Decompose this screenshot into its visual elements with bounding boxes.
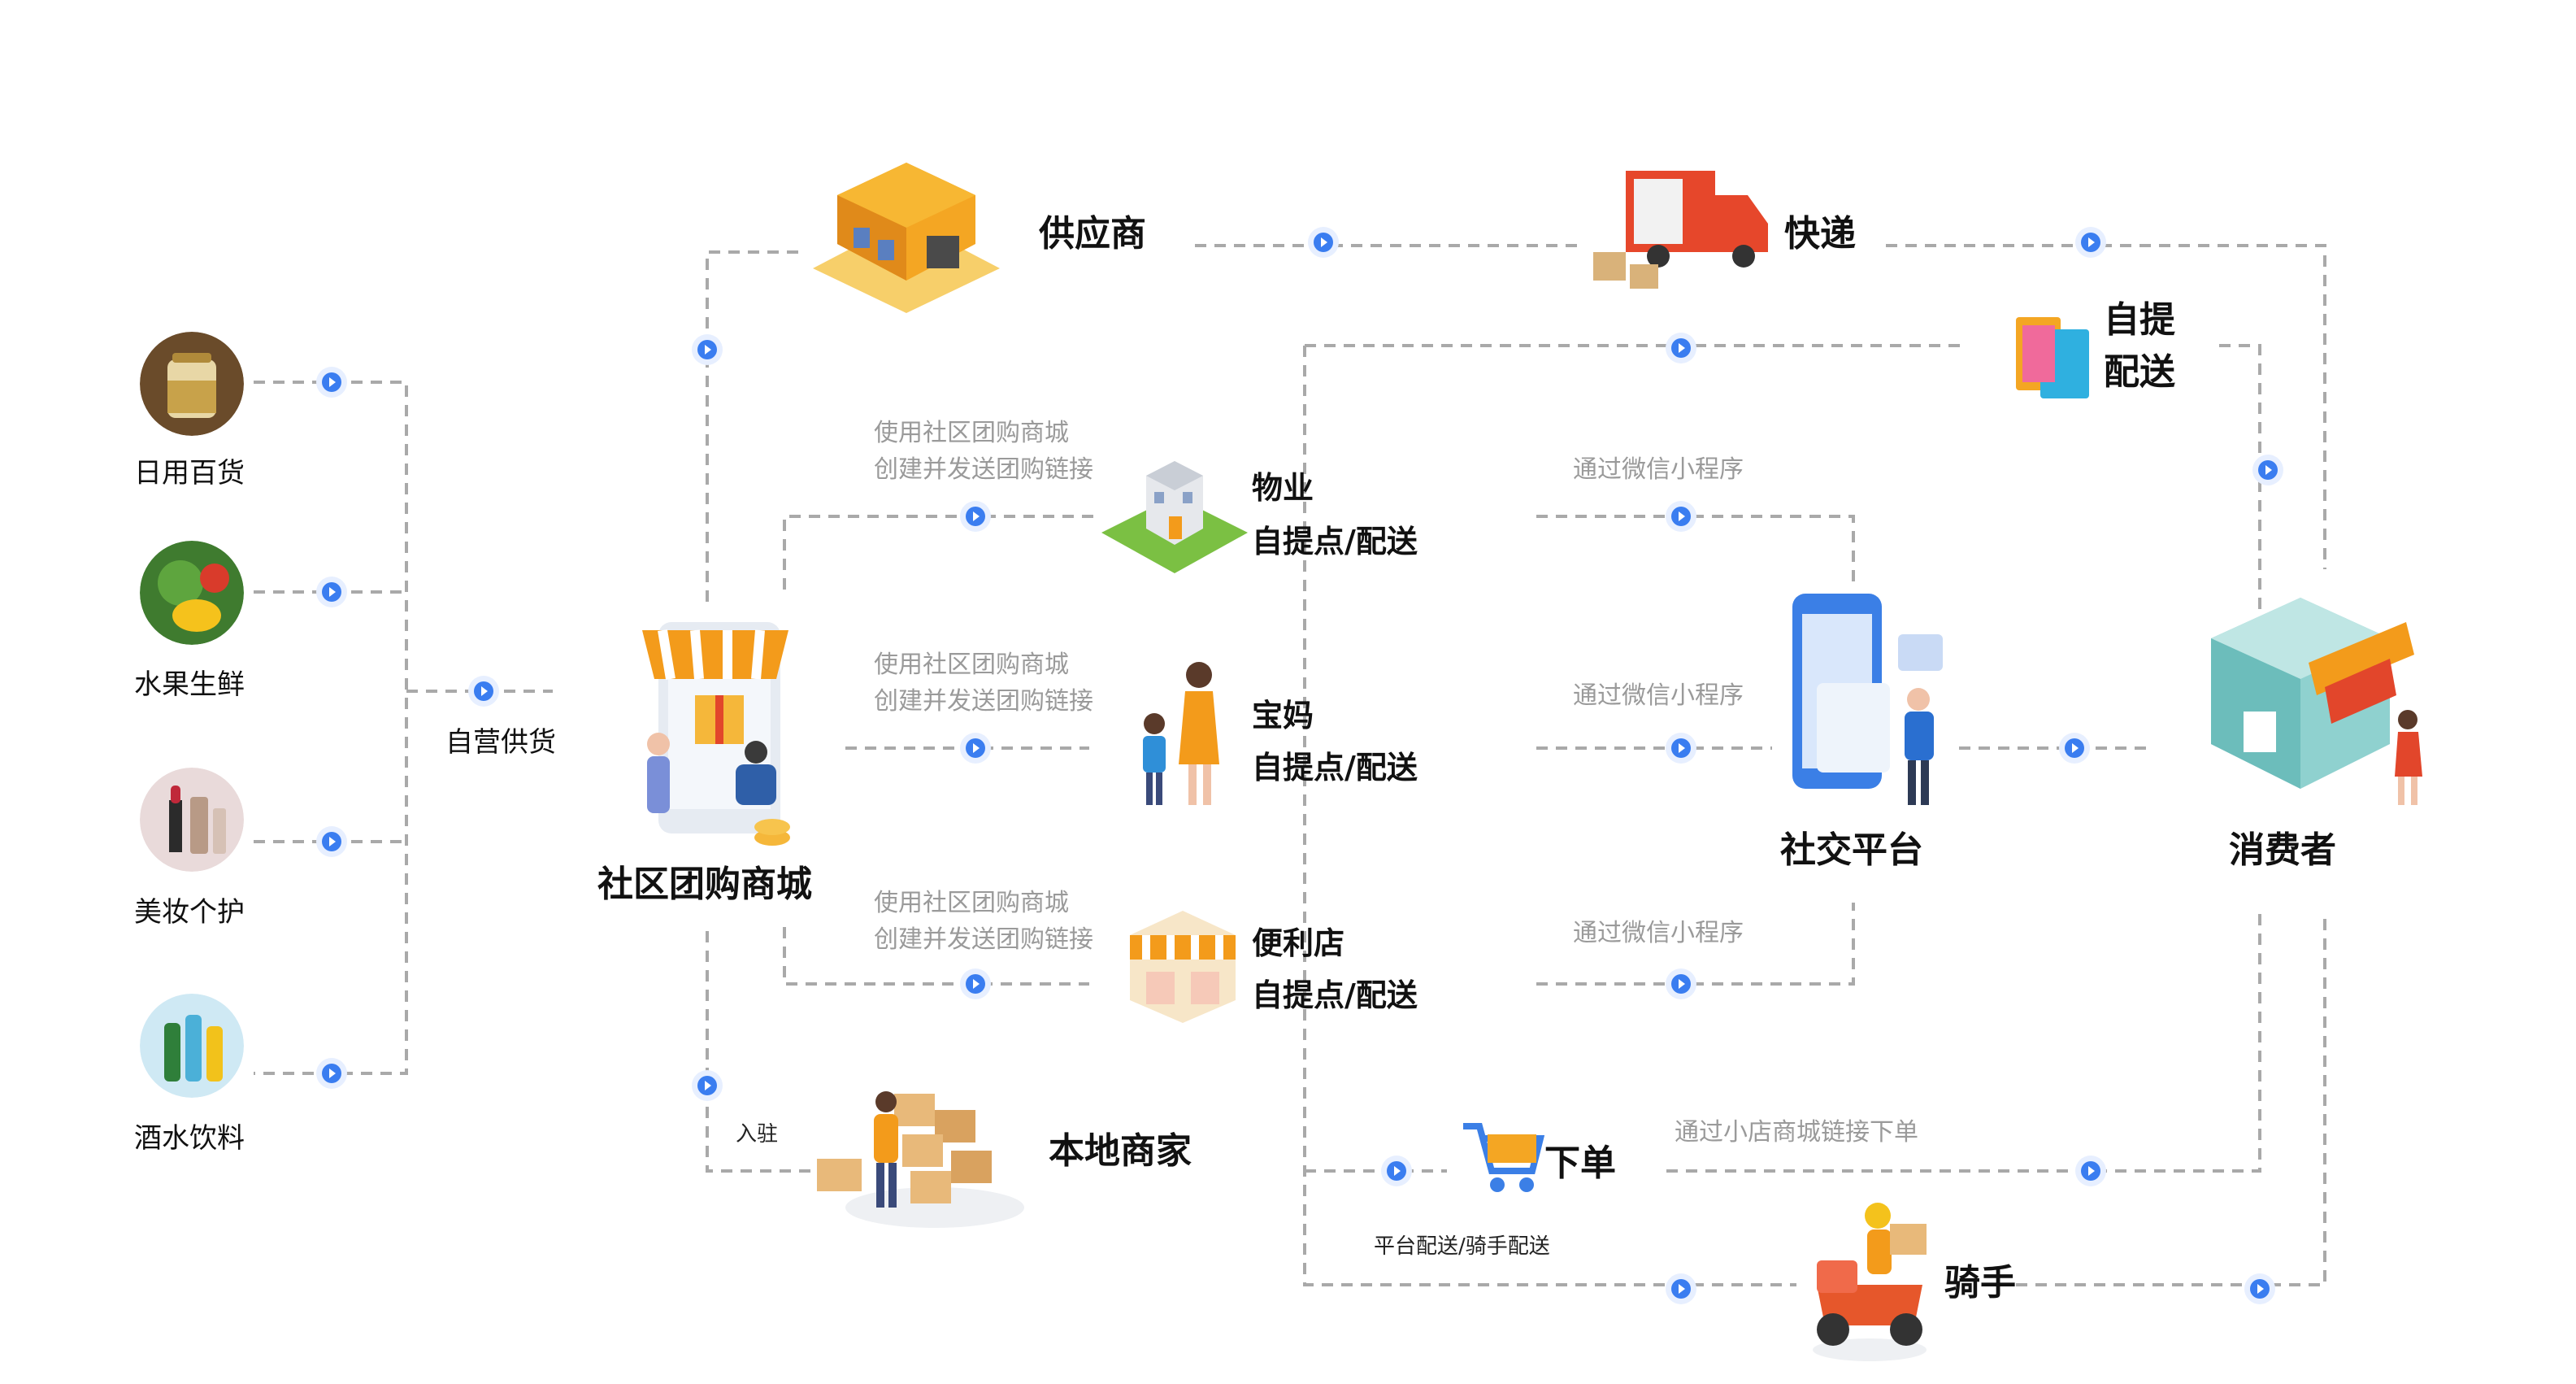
- local-merchant-label: 本地商家: [1049, 1130, 1192, 1172]
- supplier-label: 供应商: [1039, 213, 1146, 255]
- category-label: 美妆个护: [134, 896, 245, 929]
- supplier-warehouse-icon: [805, 138, 1008, 320]
- consumer-label: 消费者: [2229, 829, 2336, 871]
- consumer-shop-icon: [2195, 581, 2430, 820]
- link-hint: 创建并发送团购链接: [874, 687, 1093, 716]
- pickup-subtitle: 自提点/配送: [1252, 750, 1418, 786]
- link-hint: 使用社区团购商城: [874, 651, 1069, 679]
- category-label: 水果生鲜: [134, 668, 245, 701]
- link-hint: 使用社区团购商城: [874, 889, 1069, 917]
- category-label: 日用百货: [134, 457, 245, 490]
- social-platform-label: 社交平台: [1780, 829, 1923, 871]
- pickup-title: 宝妈: [1252, 698, 1314, 733]
- pickup-title: 物业: [1252, 470, 1314, 506]
- local-merchant-boxes-icon: [813, 1077, 1032, 1235]
- wechat-hint: 通过微信小程序: [1573, 455, 1744, 484]
- express-label: 快递: [1784, 213, 1856, 255]
- wechat-hint: 通过微信小程序: [1573, 681, 1744, 710]
- cosmetics-icon: [140, 768, 244, 872]
- delivery-hint: 平台配送/骑手配送: [1374, 1234, 1550, 1259]
- settle-in-label: 入驻: [736, 1122, 779, 1147]
- mall-label: 社区团购商城: [597, 864, 812, 905]
- order-label: 下单: [1544, 1142, 1616, 1184]
- property-building-icon: [1097, 451, 1252, 585]
- self-supply-label: 自营供货: [445, 726, 556, 759]
- order-hint: 通过小店商城链接下单: [1675, 1118, 1918, 1147]
- shopping-cart-icon: [1455, 1110, 1545, 1203]
- link-hint: 创建并发送团购链接: [874, 455, 1093, 484]
- link-hint: 使用社区团购商城: [874, 419, 1069, 447]
- pickup-subtitle: 自提点/配送: [1252, 524, 1418, 559]
- express-truck-icon: [1593, 163, 1772, 312]
- convenience-store-icon: [1122, 903, 1244, 1028]
- self-pickup-label: 配送: [2104, 351, 2175, 393]
- self-pickup-label: 自提: [2104, 299, 2175, 341]
- social-phone-icon: [1784, 585, 1955, 825]
- daily-goods-icon: [140, 332, 244, 436]
- link-hint: 创建并发送团购链接: [874, 925, 1093, 954]
- rider-scooter-icon: [1801, 1195, 1939, 1369]
- category-label: 酒水饮料: [134, 1122, 245, 1155]
- wechat-hint: 通过微信小程序: [1573, 919, 1744, 947]
- mall-storefront-icon: [626, 606, 797, 861]
- shopping-bags-icon: [2008, 293, 2097, 410]
- drinks-icon: [140, 994, 244, 1098]
- mother-child-icon: [1130, 659, 1236, 816]
- pickup-subtitle: 自提点/配送: [1252, 977, 1418, 1013]
- pickup-title: 便利店: [1252, 925, 1345, 961]
- rider-label: 骑手: [1944, 1262, 2016, 1303]
- fresh-fruit-icon: [140, 541, 244, 645]
